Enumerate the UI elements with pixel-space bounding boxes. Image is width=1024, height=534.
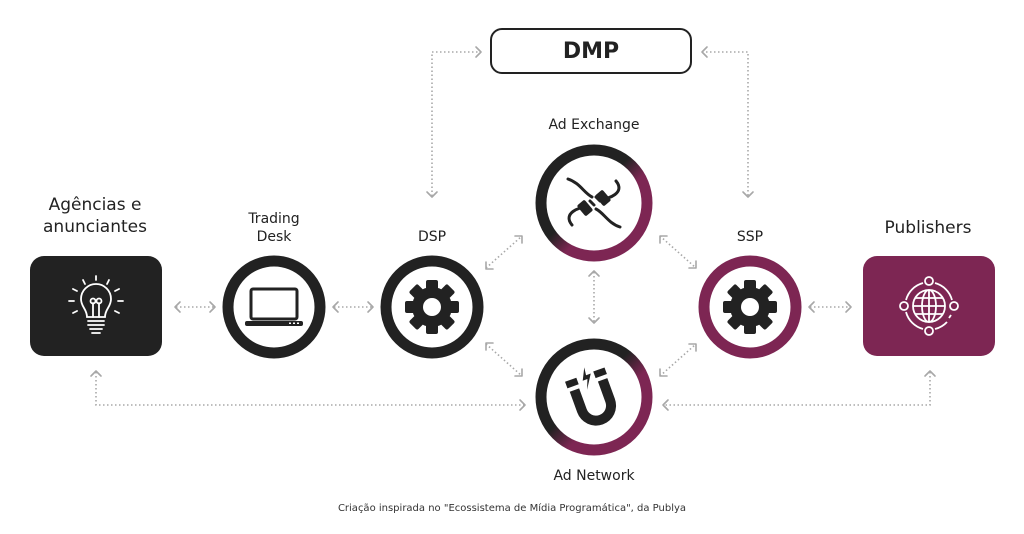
globe-network-icon <box>899 276 959 336</box>
trading-desk-label: Trading Desk <box>224 210 324 246</box>
ad-network-ring <box>535 338 653 456</box>
ad-exchange-label: Ad Exchange <box>548 117 640 133</box>
dmp-label: DMP <box>562 38 620 64</box>
trading-desk-ring <box>222 255 326 359</box>
publishers-label: Publishers <box>884 218 972 238</box>
trading-desk-label-line2: Desk <box>256 229 292 245</box>
arrow-ssp-exchange <box>659 235 697 269</box>
arrow-dsp-dmp <box>431 51 480 196</box>
publishers-node <box>863 256 995 356</box>
agencias-label-line2: anunciantes <box>43 217 147 237</box>
arrow-ssp-network <box>659 343 697 377</box>
credit-caption: Criação inspirada no "Ecossistema de Míd… <box>337 503 687 514</box>
dsp-label: DSP <box>417 229 447 245</box>
agencias-node <box>30 256 162 356</box>
arrow-agencias-network <box>95 372 524 406</box>
lightbulb-icon <box>68 275 124 334</box>
magnet-icon <box>565 367 617 426</box>
trading-desk-label-line1: Trading <box>248 211 300 227</box>
arrow-dsp-network <box>485 343 523 377</box>
gear-icon-ssp <box>723 280 777 334</box>
agencias-label-line1: Agências e <box>48 195 142 215</box>
arrow-ssp-dmp <box>702 51 749 196</box>
laptop-icon <box>249 287 299 321</box>
arrow-publishers-network <box>664 372 931 406</box>
gear-icon-dsp <box>405 280 459 334</box>
ssp-label: SSP <box>736 229 764 245</box>
plug-icon <box>566 177 622 229</box>
dmp-box: DMP <box>490 28 692 74</box>
ad-network-label: Ad Network <box>553 468 635 484</box>
arrow-dsp-exchange <box>485 235 523 269</box>
agencias-label: Agências e anunciantes <box>20 194 170 238</box>
